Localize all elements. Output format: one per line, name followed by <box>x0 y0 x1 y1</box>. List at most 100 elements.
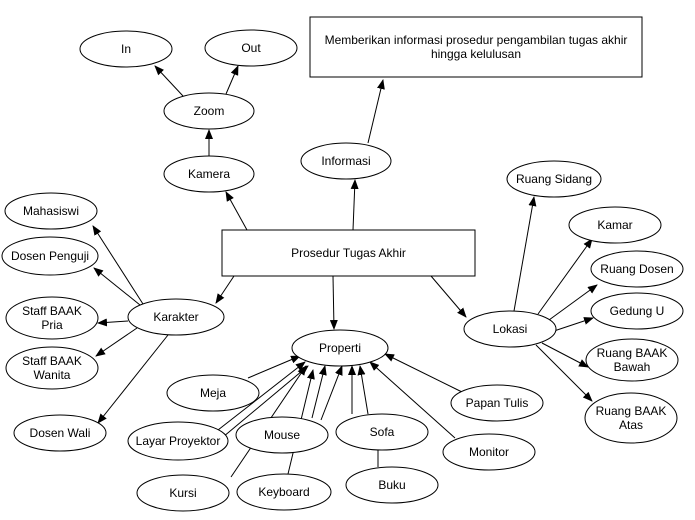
edge-arrow <box>320 365 343 421</box>
zoom-in-node: In <box>79 30 173 68</box>
layar-proyektor-node-shape <box>127 421 229 461</box>
ruang-sidang-label: Ruang Sidang <box>516 172 592 186</box>
info-box-label: hingga kelulusan <box>431 47 521 61</box>
monitor-node: Monitor <box>442 433 536 471</box>
zoom-out-label: Out <box>241 41 261 55</box>
dosen-penguji-node-shape <box>1 236 99 276</box>
kursi-node: Kursi <box>136 474 230 512</box>
dosen-wali-node-shape <box>13 414 107 452</box>
kamar-label: Kamar <box>597 218 632 232</box>
monitor-label: Monitor <box>469 445 509 459</box>
edge-arrow <box>548 284 598 321</box>
edge-arrow <box>535 344 593 402</box>
properti-node-shape <box>291 329 389 367</box>
buku-node-shape <box>345 466 439 504</box>
buku-node: Buku <box>345 466 439 504</box>
edge-arrow <box>154 65 184 97</box>
ruang-dosen-label: Ruang Dosen <box>600 262 673 276</box>
mouse-node: Mouse <box>235 416 329 454</box>
mahasiswi-label: Mahasiswi <box>23 204 79 218</box>
zoom-node-shape <box>163 92 255 130</box>
keyboard-node-shape <box>236 473 332 511</box>
monitor-node-shape <box>442 433 536 471</box>
ruang-baak-atas-node-shape <box>584 392 678 444</box>
dosen-penguji-label: Dosen Penguji <box>11 249 89 263</box>
keyboard-node: Keyboard <box>236 473 332 511</box>
edge-arrow <box>384 353 463 393</box>
zoom-in-node-shape <box>79 30 173 68</box>
properti-label: Properti <box>319 341 361 355</box>
dosen-wali-label: Dosen Wali <box>30 426 91 440</box>
karakter-node-shape <box>127 298 225 336</box>
sofa-node-shape <box>335 413 429 451</box>
edge-arrow <box>513 196 537 312</box>
edge-arrow <box>537 238 593 315</box>
edge-arrow <box>357 365 369 415</box>
informasi-node: Informasi <box>300 142 392 180</box>
gedung-u-node: Gedung U <box>590 292 684 330</box>
edge-arrow <box>217 361 306 431</box>
kursi-label: Kursi <box>169 486 196 500</box>
edge-arrow <box>553 317 594 332</box>
gedung-u-node-shape <box>590 292 684 330</box>
meja-node-shape <box>166 374 260 412</box>
kamar-node: Kamar <box>568 206 662 244</box>
info-box-node: Memberikan informasi prosedur pengambila… <box>309 16 643 78</box>
ruang-baak-atas-label: Ruang BAAK <box>596 404 667 418</box>
staff-pria-node-shape <box>5 296 99 340</box>
ruang-baak-bawah-label: Ruang BAAK <box>597 346 668 360</box>
ruang-sidang-node: Ruang Sidang <box>506 160 602 198</box>
zoom-node: Zoom <box>163 92 255 130</box>
meja-node: Meja <box>166 374 260 412</box>
edge-arrow <box>225 65 239 95</box>
lokasi-label: Lokasi <box>493 322 528 336</box>
zoom-label: Zoom <box>194 104 225 118</box>
edge-arrow <box>93 267 141 306</box>
buku-label: Buku <box>378 478 405 492</box>
edge-arrow <box>95 327 138 357</box>
staff-wanita-node-shape <box>5 346 99 390</box>
edge-arrow <box>367 79 385 144</box>
informasi-label: Informasi <box>321 154 370 168</box>
zoom-out-node: Out <box>204 29 298 67</box>
center-node-shape <box>221 229 476 277</box>
ruang-baak-bawah-node-shape <box>585 338 679 382</box>
properti-node: Properti <box>291 329 389 367</box>
kamera-node: Kamera <box>163 155 255 193</box>
kamar-node-shape <box>568 206 662 244</box>
center-node: Prosedur Tugas Akhir <box>221 229 476 277</box>
edge-arrow <box>247 355 301 379</box>
edge-arrow <box>329 275 338 330</box>
mouse-label: Mouse <box>264 428 300 442</box>
meja-label: Meja <box>200 386 226 400</box>
edge-arrow <box>222 365 309 438</box>
ruang-baak-bawah-label: Bawah <box>614 360 651 374</box>
edge-arrow <box>541 342 589 368</box>
papan-tulis-label: Papan Tulis <box>466 396 529 410</box>
staff-wanita-label: Staff BAAK <box>22 354 82 368</box>
edge-arrow <box>369 361 456 439</box>
edge-arrow <box>225 191 248 231</box>
papan-tulis-node: Papan Tulis <box>450 384 544 422</box>
ruang-dosen-node-shape <box>590 250 684 288</box>
papan-tulis-node-shape <box>450 384 544 422</box>
staff-wanita-label: Wanita <box>34 368 71 382</box>
gedung-u-label: Gedung U <box>610 304 665 318</box>
layar-proyektor-label: Layar Proyektor <box>136 434 221 448</box>
edge-arrow <box>92 225 144 305</box>
mahasiswi-node: Mahasiswi <box>4 192 98 230</box>
karakter-label: Karakter <box>153 310 198 324</box>
dosen-wali-node: Dosen Wali <box>13 414 107 452</box>
keyboard-label: Keyboard <box>258 485 309 499</box>
kursi-node-shape <box>136 474 230 512</box>
ruang-dosen-node: Ruang Dosen <box>590 250 684 288</box>
mahasiswi-node-shape <box>4 192 98 230</box>
mouse-node-shape <box>235 416 329 454</box>
edge-arrow <box>430 275 467 318</box>
kamera-label: Kamera <box>188 167 230 181</box>
kamera-node-shape <box>163 155 255 193</box>
edge-arrow <box>311 365 327 419</box>
